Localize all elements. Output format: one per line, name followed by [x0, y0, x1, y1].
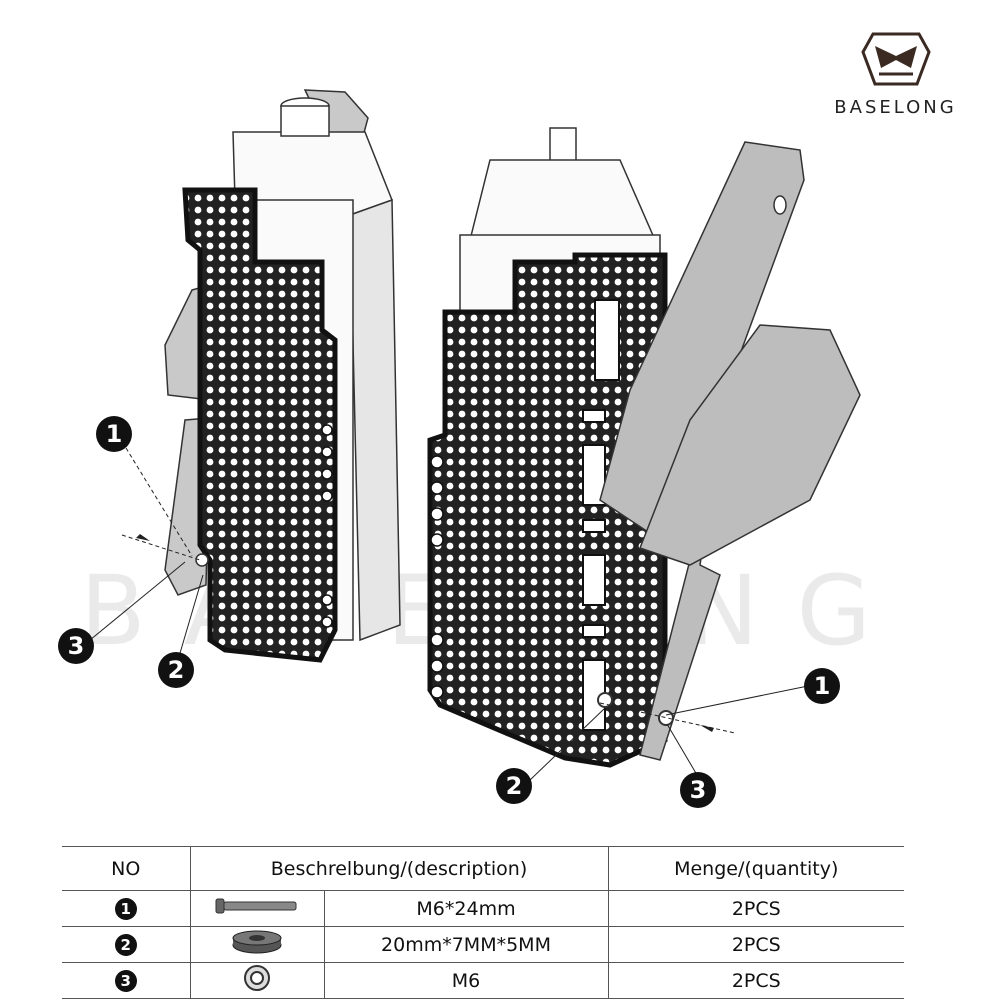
leader-lines	[89, 447, 809, 781]
row-no-cell: 3	[62, 962, 191, 999]
row-image-cell	[189, 890, 325, 927]
table-row: 3 M6 2PCS	[62, 962, 904, 999]
row-description: 20mm*7MM*5MM	[323, 926, 609, 963]
row-quantity: 2PCS	[607, 926, 904, 963]
row-image-cell	[189, 962, 325, 999]
parts-table-header: NO Beschrelbung/(description) Menge/(qua…	[62, 846, 904, 891]
brand-emblem-icon	[860, 32, 931, 86]
brand-logo: BASELONG	[808, 30, 983, 118]
callout-3-right: 3	[680, 772, 716, 808]
callout-1-right: 1	[804, 668, 840, 704]
washer-icon	[244, 965, 270, 991]
row-quantity: 2PCS	[607, 890, 904, 927]
row-image-cell	[189, 926, 325, 963]
arrow-heads	[136, 534, 714, 732]
row-description: M6*24mm	[323, 890, 609, 927]
header-no: NO	[62, 846, 191, 891]
header-description: Beschrelbung/(description)	[189, 846, 609, 891]
row-no-cell: 1	[62, 890, 191, 927]
header-quantity: Menge/(quantity)	[607, 846, 904, 891]
spacer-icon	[232, 930, 282, 954]
callout-2-left: 2	[158, 652, 194, 688]
bolt-icon	[215, 898, 297, 914]
table-row: 2 20mm*7MM*5MM 2PCS	[62, 926, 904, 963]
row-no-cell: 2	[62, 926, 191, 963]
row-number-badge: 3	[114, 970, 137, 992]
row-description: M6	[323, 962, 609, 999]
callout-3-left: 3	[58, 628, 94, 664]
brand-name: BASELONG	[834, 97, 957, 118]
callout-2-right: 2	[496, 768, 532, 804]
row-number-badge: 1	[114, 898, 137, 920]
callout-1-left: 1	[96, 416, 132, 452]
left-radiator-assembly	[164, 89, 401, 663]
right-radiator-assembly	[427, 127, 861, 768]
exploded-assembly-diagram	[89, 89, 861, 781]
table-row: 1 M6*24mm 2PCS	[62, 890, 904, 927]
row-number-badge: 2	[114, 934, 137, 956]
parts-table: NO Beschrelbung/(description) Menge/(qua…	[62, 846, 904, 999]
row-quantity: 2PCS	[607, 962, 904, 999]
